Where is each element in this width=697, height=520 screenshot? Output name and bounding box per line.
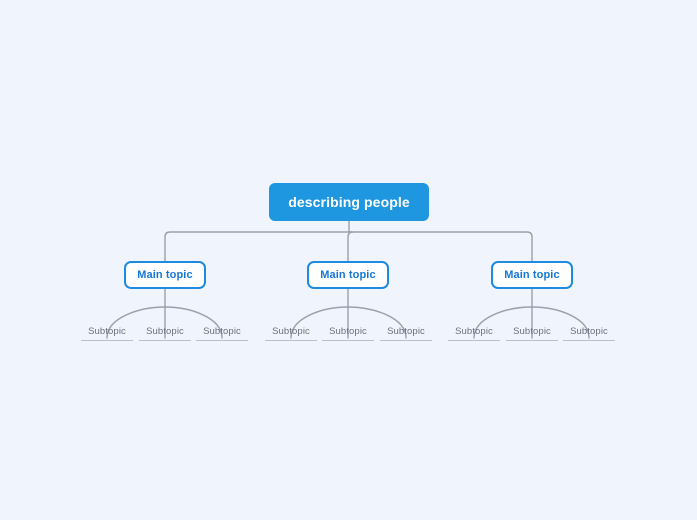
subtopic-node-2-3[interactable]: Subtopic xyxy=(380,326,432,341)
main-topic-label-3: Main topic xyxy=(504,269,560,281)
subtopic-node-2-1[interactable]: Subtopic xyxy=(265,326,317,341)
main-topic-node-3[interactable]: Main topic xyxy=(491,261,573,289)
root-node-label: describing people xyxy=(288,194,410,210)
subtopic-node-1-3[interactable]: Subtopic xyxy=(196,326,248,341)
subtopic-label-1-1: Subtopic xyxy=(88,326,126,337)
connector-root-to-main-2 xyxy=(347,231,354,262)
subtopic-label-3-1: Subtopic xyxy=(455,326,493,337)
subtopic-label-3-3: Subtopic xyxy=(570,326,608,337)
subtopic-node-3-3[interactable]: Subtopic xyxy=(563,326,615,341)
main-topic-node-2[interactable]: Main topic xyxy=(307,261,389,289)
subtopic-node-3-2[interactable]: Subtopic xyxy=(506,326,558,341)
root-node-describing-people[interactable]: describing people xyxy=(269,183,429,221)
main-topic-label-2: Main topic xyxy=(320,269,376,281)
subtopic-label-2-1: Subtopic xyxy=(272,326,310,337)
subtopic-node-2-2[interactable]: Subtopic xyxy=(322,326,374,341)
main-topic-label-1: Main topic xyxy=(137,269,193,281)
subtopic-label-1-3: Subtopic xyxy=(203,326,241,337)
subtopic-label-2-2: Subtopic xyxy=(329,326,367,337)
subtopic-node-3-1[interactable]: Subtopic xyxy=(448,326,500,341)
subtopic-label-1-2: Subtopic xyxy=(146,326,184,337)
subtopic-label-3-2: Subtopic xyxy=(513,326,551,337)
main-topic-node-1[interactable]: Main topic xyxy=(124,261,206,289)
subtopic-node-1-2[interactable]: Subtopic xyxy=(139,326,191,341)
connector-root-to-main-1 xyxy=(164,231,350,262)
subtopic-label-2-3: Subtopic xyxy=(387,326,425,337)
connector-root-to-main-3 xyxy=(348,231,533,262)
subtopic-node-1-1[interactable]: Subtopic xyxy=(81,326,133,341)
